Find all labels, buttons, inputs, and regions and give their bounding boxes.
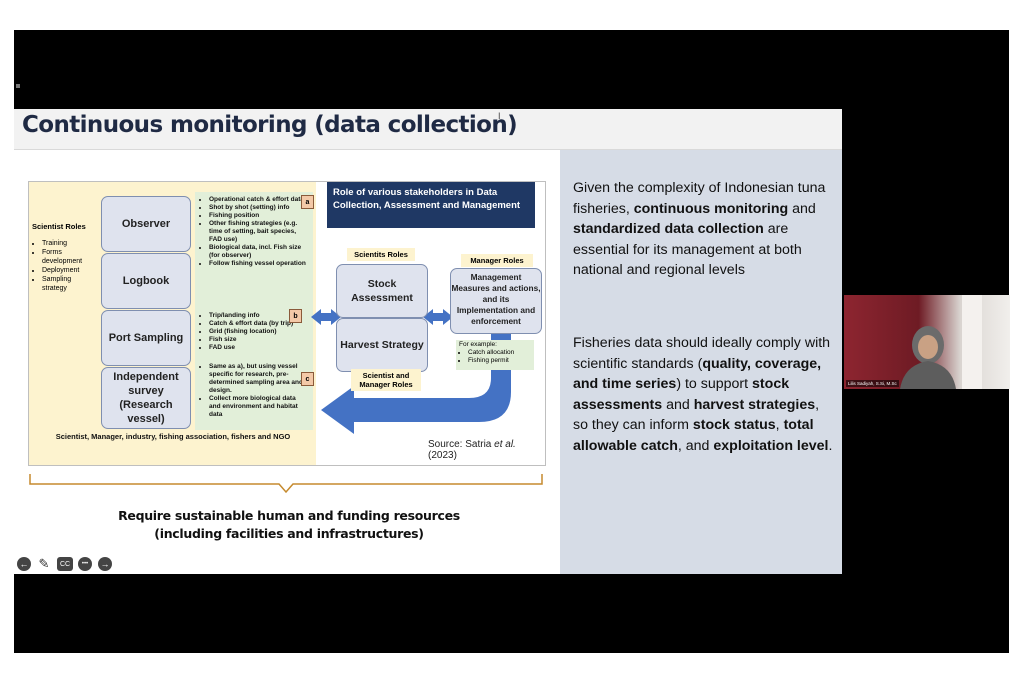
- double-arrow-right: [423, 309, 453, 325]
- notes-observer-logbook: Operational catch & effort data Shot by …: [199, 196, 309, 268]
- notes-port-sampling: Trip/landing info Catch & effort data (b…: [199, 312, 309, 352]
- scientist-role-item: Forms development: [42, 248, 96, 266]
- note-item: Fishing position: [209, 212, 309, 220]
- scientist-role-item: Deployment: [42, 266, 96, 275]
- more-icon[interactable]: •••: [78, 557, 92, 571]
- text-run: Fisheries data should ideally comply wit…: [573, 335, 831, 372]
- note-item: FAD use: [209, 344, 309, 352]
- method-port-sampling: Port Sampling: [101, 310, 191, 366]
- tag-c: c: [301, 372, 314, 386]
- feedback-arrow: [321, 334, 511, 434]
- requirement-line-2: (including facilities and infrastructure…: [154, 526, 424, 541]
- presentation-slide: Continuous monitoring (data collection) …: [14, 109, 842, 574]
- stakeholders-label: Scientist, Manager, industry, fishing as…: [53, 431, 293, 461]
- scientist-roles: Scientist Roles Training Forms developme…: [32, 222, 96, 312]
- tag-b: b: [289, 309, 302, 323]
- text-run: ,: [775, 417, 784, 434]
- title-band: [14, 109, 842, 149]
- stakeholder-figure: Scientist Roles Training Forms developme…: [28, 181, 546, 466]
- note-item: Same as a), but using vessel specific fo…: [209, 363, 309, 395]
- manager-roles-label: Manager Roles: [461, 254, 533, 267]
- title-divider: [14, 149, 842, 150]
- bold-run: exploitation level: [713, 437, 829, 454]
- participant-video-tile[interactable]: Lilis Sadiyah, S.Si, M.Sc: [844, 295, 1010, 389]
- scientists-roles-label: Scientits Roles: [347, 248, 415, 261]
- source-citation: Source: Satria et al. (2023): [428, 439, 545, 461]
- participant-name: Lilis Sadiyah, S.Si, M.Sc: [846, 380, 899, 387]
- bold-run: total allowable catch: [573, 417, 814, 454]
- back-arrow-icon[interactable]: ←: [17, 557, 31, 571]
- example-heading: For example:: [459, 341, 497, 348]
- note-item: Operational catch & effort data: [209, 196, 309, 204]
- note-item: Follow fishing vessel operation: [209, 260, 309, 268]
- notes-independent-survey: Same as a), but using vessel specific fo…: [199, 363, 309, 419]
- scientist-manager-label: Scientist and Manager Roles: [351, 369, 421, 391]
- example-item: Fishing permit: [468, 357, 531, 365]
- note-item: Trip/landing info: [209, 312, 309, 320]
- note-item: Biological data, incl. Fish size (for ob…: [209, 244, 309, 260]
- text-run: , so they can inform: [573, 396, 820, 434]
- summary-paragraph-1: Given the complexity of Indonesian tuna …: [573, 178, 835, 281]
- note-item: Collect more biological data and environ…: [209, 395, 309, 419]
- text-run: Given the complexity of Indonesian tuna …: [573, 180, 826, 217]
- tag-a: a: [301, 195, 314, 209]
- slide-title: Continuous monitoring (data collection): [22, 112, 518, 138]
- role-heading: Role of various stakeholders in Data Col…: [327, 182, 535, 228]
- requirement-line-1: Require sustainable human and funding re…: [118, 508, 460, 523]
- captions-icon[interactable]: CC: [57, 557, 73, 571]
- note-item: Grid (fishing location): [209, 328, 309, 336]
- note-item: Fish size: [209, 336, 309, 344]
- scientist-role-item: Training: [42, 239, 96, 248]
- note-item: Shot by shot (setting) info: [209, 204, 309, 212]
- text-run: and: [662, 396, 694, 413]
- bold-run: stock status: [692, 417, 776, 434]
- scientist-role-item: Sampling strategy: [42, 275, 96, 293]
- double-arrow-left: [311, 309, 341, 325]
- flag-icon: [962, 295, 982, 389]
- source-etal: et al.: [494, 439, 516, 450]
- requirement-text: Require sustainable human and funding re…: [74, 507, 504, 543]
- text-run: , and: [677, 437, 714, 454]
- note-item: Catch & effort data (by trip): [209, 320, 309, 328]
- bold-run: quality, coverage, and time series: [573, 355, 822, 393]
- summary-paragraph-2: Fisheries data should ideally comply wit…: [573, 333, 835, 457]
- method-independent-survey: Independent survey (Research vessel): [101, 367, 191, 429]
- bold-run: harvest strategies: [693, 396, 816, 413]
- bold-run: continuous monitoring: [633, 200, 789, 217]
- method-logbook: Logbook: [101, 253, 191, 309]
- harvest-strategy-box: Harvest Strategy: [336, 318, 428, 372]
- management-measures-box: Management Measures and actions, and its…: [450, 268, 542, 334]
- method-observer: Observer: [101, 196, 191, 252]
- pen-icon[interactable]: ✎: [38, 556, 50, 571]
- note-item: Other fishing strategies (e.g. time of s…: [209, 220, 309, 244]
- window-dot: [16, 84, 20, 88]
- text-run: are essential for its management at both…: [573, 221, 802, 279]
- figure-arrows: [311, 309, 511, 434]
- bracket-brace: [29, 474, 543, 494]
- example-item: Catch allocation: [468, 349, 531, 357]
- summary-panel: Given the complexity of Indonesian tuna …: [560, 150, 842, 574]
- text-run: and: [788, 200, 816, 217]
- example-box: For example: Catch allocation Fishing pe…: [456, 340, 534, 370]
- forward-arrow-icon[interactable]: →: [98, 557, 112, 571]
- bold-run: standardized data collection: [573, 221, 764, 238]
- text-run: ) to support: [676, 376, 753, 393]
- source-prefix: Source: Satria: [428, 439, 495, 450]
- source-year: (2023): [428, 450, 457, 461]
- stock-assessment-box: Stock Assessment: [336, 264, 428, 318]
- scientist-roles-heading: Scientist Roles: [32, 222, 86, 231]
- bold-run: stock assessments: [573, 376, 790, 413]
- person-avatar-icon: [900, 326, 956, 389]
- text-cursor: I: [498, 111, 501, 121]
- text-run: .: [828, 437, 833, 454]
